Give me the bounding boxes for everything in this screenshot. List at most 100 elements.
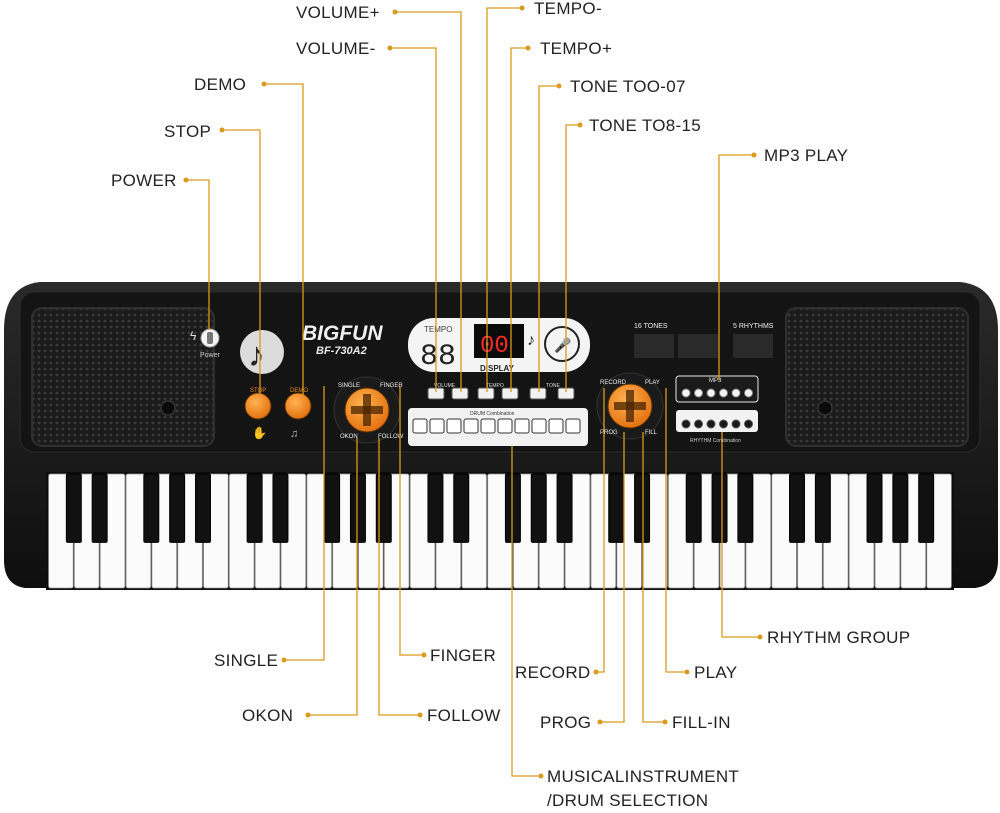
leader-demo bbox=[264, 83, 304, 396]
rhythms-heading: 5 RHYTHMS bbox=[733, 323, 774, 330]
mp3-button[interactable] bbox=[744, 388, 753, 398]
left-speaker bbox=[31, 307, 215, 447]
callout-single: SINGLE bbox=[214, 651, 278, 670]
fill-panel-label: FILL bbox=[645, 430, 658, 436]
black-keys bbox=[65, 473, 935, 543]
callout-follow: FOLLOW bbox=[427, 706, 501, 725]
black-key[interactable] bbox=[918, 473, 935, 543]
instrument-drum-button[interactable] bbox=[429, 418, 445, 434]
leader-dot bbox=[421, 652, 427, 658]
black-key[interactable] bbox=[169, 473, 186, 543]
power-symbol-icon: ϟ bbox=[190, 329, 197, 343]
tone-0-7-button[interactable] bbox=[529, 387, 547, 400]
power-control[interactable]: ϟ Power bbox=[190, 328, 221, 359]
instrument-drum-button[interactable] bbox=[531, 418, 547, 434]
callout-volume-minus: VOLUME- bbox=[296, 39, 376, 58]
rhythm-button[interactable] bbox=[706, 419, 716, 429]
leader-dot bbox=[662, 719, 668, 725]
rhythm-button[interactable] bbox=[681, 419, 691, 429]
dial-cross bbox=[351, 406, 383, 414]
instrument-drum-button[interactable] bbox=[463, 418, 479, 434]
okon-panel-label: OKON bbox=[340, 434, 358, 440]
rhythm-button[interactable] bbox=[731, 419, 741, 429]
volume-plus-button[interactable] bbox=[451, 387, 469, 400]
black-key[interactable] bbox=[91, 473, 108, 543]
black-key[interactable] bbox=[143, 473, 160, 543]
leader-dot bbox=[519, 5, 525, 11]
mp3-button[interactable] bbox=[681, 388, 691, 398]
black-key[interactable] bbox=[814, 473, 831, 543]
leader-single bbox=[284, 386, 325, 661]
black-key[interactable] bbox=[453, 473, 470, 543]
black-key[interactable] bbox=[194, 473, 211, 543]
black-key[interactable] bbox=[65, 473, 82, 543]
leader-mp3-play bbox=[718, 154, 754, 380]
black-key[interactable] bbox=[866, 473, 883, 543]
rhythm-button[interactable] bbox=[744, 419, 753, 429]
leader-dot bbox=[757, 634, 763, 640]
tempo-display: 88 bbox=[420, 340, 456, 374]
instrument-drum-button[interactable] bbox=[446, 418, 462, 434]
tone-list bbox=[634, 334, 773, 358]
music-note-icon: ♪ bbox=[240, 330, 284, 374]
single-panel-label: SINGLE bbox=[338, 383, 360, 389]
rhythm-combination-label: RHYTHM Combination bbox=[690, 438, 741, 444]
instrument-drum-buttons bbox=[412, 418, 581, 434]
black-key[interactable] bbox=[737, 473, 754, 543]
stop-button[interactable] bbox=[244, 392, 272, 420]
black-key[interactable] bbox=[711, 473, 728, 543]
mp3-button[interactable] bbox=[731, 388, 741, 398]
prog-panel-label: PROG bbox=[600, 430, 618, 436]
black-key[interactable] bbox=[272, 473, 289, 543]
rhythm-button[interactable] bbox=[719, 419, 728, 429]
microphone-icon: 🎤 bbox=[554, 336, 572, 354]
rhythm-button[interactable] bbox=[694, 419, 703, 429]
callout-demo: DEMO bbox=[194, 75, 246, 94]
mp3-button[interactable] bbox=[719, 388, 728, 398]
leader-dot bbox=[183, 177, 189, 183]
black-key[interactable] bbox=[246, 473, 263, 543]
black-key[interactable] bbox=[530, 473, 547, 543]
instrument-drum-button[interactable] bbox=[497, 418, 513, 434]
tempo-minus-button[interactable] bbox=[477, 387, 495, 400]
leader-record bbox=[596, 388, 605, 673]
black-key[interactable] bbox=[504, 473, 521, 543]
rhythm-list-column bbox=[733, 334, 773, 358]
instrument-drum-button[interactable] bbox=[548, 418, 564, 434]
black-key[interactable] bbox=[324, 473, 341, 543]
leader-dot bbox=[597, 719, 603, 725]
leader-dot bbox=[305, 712, 311, 718]
leader-rhythm-group bbox=[721, 432, 760, 638]
drum-combination-label: DRUM Combination bbox=[470, 411, 515, 417]
black-key[interactable] bbox=[427, 473, 444, 543]
svg-text:♪: ♪ bbox=[248, 336, 265, 374]
right-speaker bbox=[785, 307, 969, 447]
leader-dot bbox=[538, 773, 544, 779]
instrument-drum-button[interactable] bbox=[565, 418, 581, 434]
mp3-buttons bbox=[681, 388, 753, 398]
callout-leaders bbox=[183, 5, 763, 779]
callout-fill-in: FILL-IN bbox=[672, 713, 731, 732]
instrument-drum-button[interactable] bbox=[412, 418, 428, 434]
black-key[interactable] bbox=[375, 473, 392, 543]
leader-dot bbox=[281, 657, 287, 663]
mp3-button[interactable] bbox=[706, 388, 716, 398]
black-key[interactable] bbox=[608, 473, 625, 543]
mp3-button[interactable] bbox=[694, 388, 703, 398]
black-key[interactable] bbox=[556, 473, 573, 543]
microphone-jack-icon bbox=[544, 326, 580, 362]
demo-button[interactable] bbox=[284, 392, 312, 420]
black-key[interactable] bbox=[892, 473, 909, 543]
tempo-plus-button[interactable] bbox=[501, 387, 519, 400]
instrument-drum-button[interactable] bbox=[514, 418, 530, 434]
led-display bbox=[474, 324, 524, 358]
leader-dot bbox=[219, 127, 225, 133]
black-key[interactable] bbox=[789, 473, 806, 543]
black-key[interactable] bbox=[685, 473, 702, 543]
leader-dot bbox=[261, 81, 267, 87]
leader-dot bbox=[556, 83, 562, 89]
callout-mp3-play: MP3 PLAY bbox=[764, 146, 848, 165]
instrument-drum-button[interactable] bbox=[480, 418, 496, 434]
black-key[interactable] bbox=[349, 473, 366, 543]
black-key[interactable] bbox=[634, 473, 651, 543]
